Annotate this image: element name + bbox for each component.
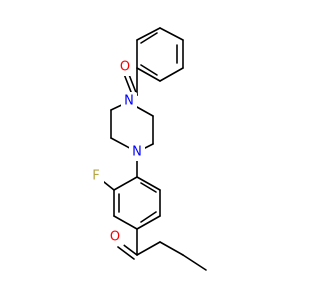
butanoyl-chain — [117, 228, 207, 271]
bond — [113, 176, 138, 191]
aromatic-double-bond — [140, 32, 158, 44]
aromatic-double-bond — [140, 211, 157, 223]
molecule-canvas: O N N F O — [88, 27, 207, 271]
piperazine-n1-label: N — [124, 94, 134, 109]
fluorine-label: F — [92, 169, 99, 184]
central-phenyl-ring — [113, 151, 161, 230]
top-phenyl-ring — [136, 27, 184, 82]
ketone-oxygen-label: O — [110, 230, 120, 245]
bond — [136, 27, 161, 41]
aromatic-double-bond — [140, 64, 158, 76]
bond — [182, 254, 207, 271]
ketone-double-bond — [117, 246, 135, 260]
bond — [136, 241, 161, 256]
bond — [113, 215, 138, 230]
bond — [159, 241, 184, 256]
bond — [159, 27, 184, 41]
atom-labels: O N N F O — [88, 58, 145, 246]
aromatic-double-bond — [140, 182, 157, 193]
bond — [159, 67, 184, 82]
bond — [136, 67, 161, 82]
bond — [136, 176, 161, 191]
piperazine-n4-label: N — [132, 145, 142, 160]
bond — [136, 215, 161, 230]
molecule-structure: O N N F O — [88, 27, 207, 271]
benzoyl-oxygen-label: O — [120, 60, 130, 75]
